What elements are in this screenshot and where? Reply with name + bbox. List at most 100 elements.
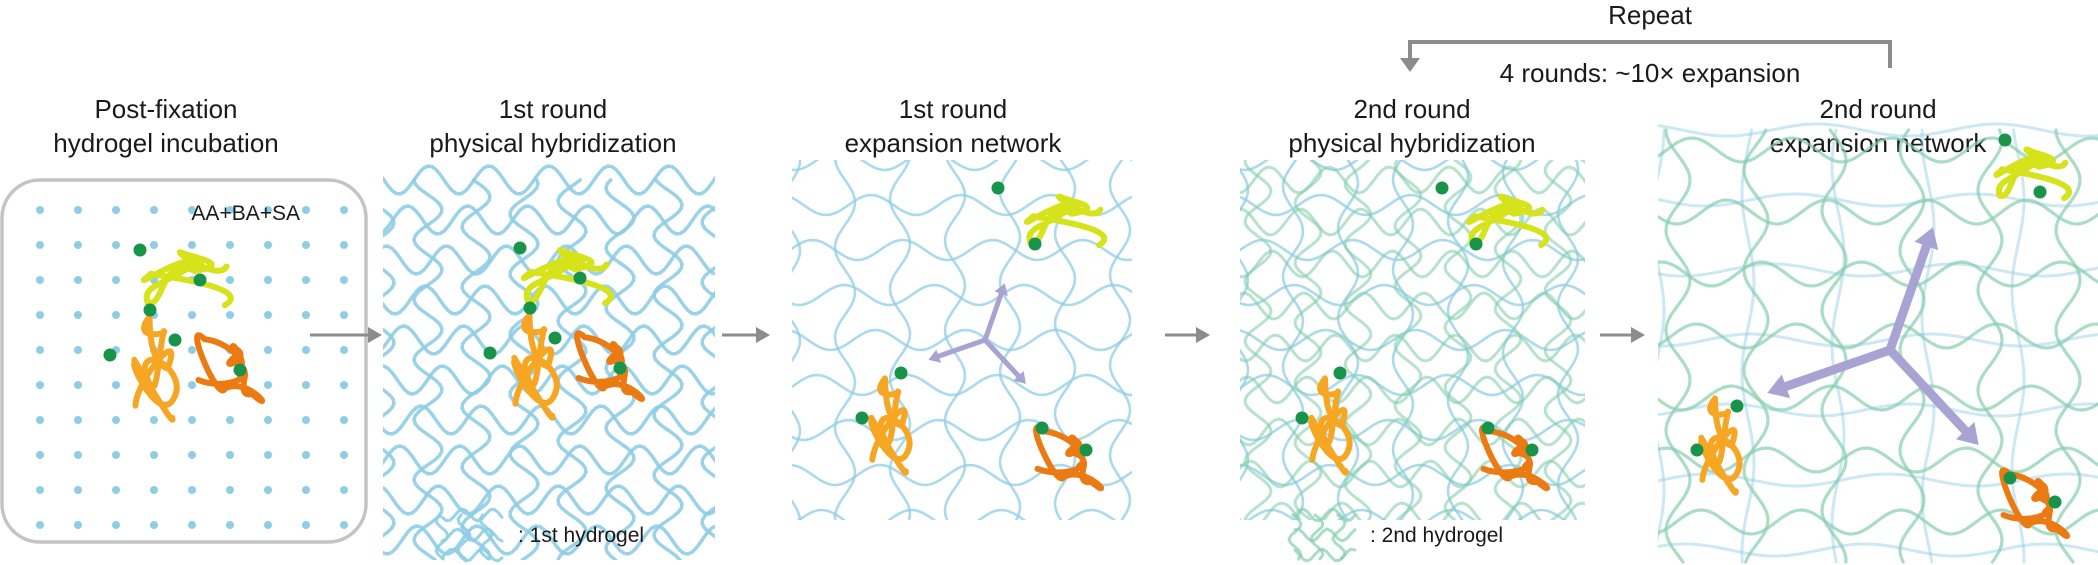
anchor-dot [168, 333, 182, 347]
monomer-dot [340, 521, 348, 529]
monomer-dot [340, 206, 348, 214]
hydrogel-strand [1658, 384, 2098, 412]
dark-orange-protein [1999, 467, 2071, 539]
yellow-protein [1993, 146, 2072, 202]
stage-1-title-line1: Post-fixation [94, 94, 237, 124]
monomer-dot [188, 521, 196, 529]
monomer-dot [226, 486, 234, 494]
hydrogel-strand [792, 373, 1132, 397]
expansion-arrowhead [928, 349, 942, 363]
stage-2-title-line2: physical hybridization [429, 128, 676, 158]
hydrogel-strand [1658, 136, 2098, 164]
monomer-dot [36, 311, 44, 319]
anchor-dot [991, 181, 1005, 195]
monomer-dot [188, 416, 196, 424]
anchor-dot [133, 243, 147, 257]
hydrogel-strand [1240, 249, 1585, 279]
hydrogel-strand [2010, 128, 2026, 564]
hydrogel-strand [1281, 160, 1305, 520]
monomer-dot [150, 451, 158, 459]
monomer-dot [264, 276, 272, 284]
hydrogel-strand [1240, 291, 1585, 321]
orange-protein [511, 311, 560, 421]
expansion-arrowhead [1767, 374, 1791, 399]
orange-protein [1698, 395, 1743, 496]
dark-orange-protein [1479, 424, 1551, 492]
monomer-dot [302, 276, 310, 284]
hydrogel-strand [1287, 513, 1303, 561]
expansion-arrowhead [1914, 227, 1939, 251]
monomer-dot [112, 311, 120, 319]
monomer-dot [112, 486, 120, 494]
monomer-dot [188, 346, 196, 354]
anchor-dot [143, 303, 157, 317]
protein-cluster [103, 243, 266, 423]
hydrogel-strand [1240, 283, 1585, 307]
monomer-dot [74, 276, 82, 284]
anchor-dot [1295, 411, 1309, 425]
hydrogel-strand [1820, 128, 1848, 564]
monomer-dot [264, 521, 272, 529]
hydrogel-strand [1742, 128, 1770, 564]
hydrogel-strand [1664, 128, 1692, 564]
hydrogel-strand [383, 284, 715, 316]
monomer-dot [340, 381, 348, 389]
hydrogel-strand [796, 508, 1117, 520]
hydrogel-strand [792, 238, 1132, 262]
hydrogel-strand [792, 328, 1132, 352]
monomer-dot [264, 346, 272, 354]
hydrogel-strand [1658, 122, 2098, 138]
monomer-dot [188, 206, 196, 214]
monomer-dot [150, 521, 158, 529]
anchor-dot [613, 361, 627, 375]
monomer-dot [188, 451, 196, 459]
expansion-arrowhead [1956, 422, 1979, 445]
monomer-dot [150, 416, 158, 424]
hydrogel-strand [792, 160, 1132, 172]
expansion-arrowhead [1013, 371, 1026, 384]
monomer-dot [74, 416, 82, 424]
anchor-dot [2003, 471, 2017, 485]
monomer-dot [340, 451, 348, 459]
anchor-dot [1028, 237, 1042, 251]
hydrogel-strand [998, 160, 1022, 520]
monomer-dot [36, 521, 44, 529]
stage-4-title-line2: physical hybridization [1288, 128, 1535, 158]
hydrogel-strand [1658, 260, 2098, 288]
monomer-dot [226, 241, 234, 249]
monomer-dot [340, 346, 348, 354]
protein-clusters [1690, 133, 2072, 539]
anchor-dot [483, 346, 497, 360]
monomer-dot [302, 206, 310, 214]
legend-second-hydrogel: : 2nd hydrogel [1287, 507, 1503, 563]
panel-expansion-2 [1658, 122, 2098, 564]
monomer-dot [74, 486, 82, 494]
monomer-dot [74, 241, 82, 249]
hydrogel-strand [383, 364, 715, 396]
monomer-dot [302, 311, 310, 319]
monomer-dot [226, 416, 234, 424]
monomer-dot [264, 206, 272, 214]
stage-1-title-line2: hydrogel incubation [53, 128, 279, 158]
monomer-dot [36, 206, 44, 214]
monomer-dot [74, 451, 82, 459]
monomer-dot [112, 451, 120, 459]
hydrogel-strand [1240, 168, 1250, 482]
hydrogel-strand [1240, 165, 1585, 195]
monomer-dot [36, 346, 44, 354]
hydrogel-strand [1240, 417, 1585, 447]
monomer-dot [150, 206, 158, 214]
monomer-dot [302, 451, 310, 459]
hydrogel-strand [1309, 513, 1325, 561]
monomer-dot [36, 241, 44, 249]
expansion-arrow-shaft [982, 337, 1026, 383]
expansion-arrow-shaft [982, 285, 1006, 343]
hydrogel-strand [383, 164, 715, 196]
hydrogel-strand [1658, 322, 2098, 350]
anchor-dot [1079, 443, 1093, 457]
dark-orange-protein [574, 330, 646, 402]
monomer-dot [112, 206, 120, 214]
hydrogel-strand [700, 205, 715, 539]
stage-3-title-line2: expansion network [845, 128, 1063, 158]
anchor-dot [1481, 421, 1495, 435]
